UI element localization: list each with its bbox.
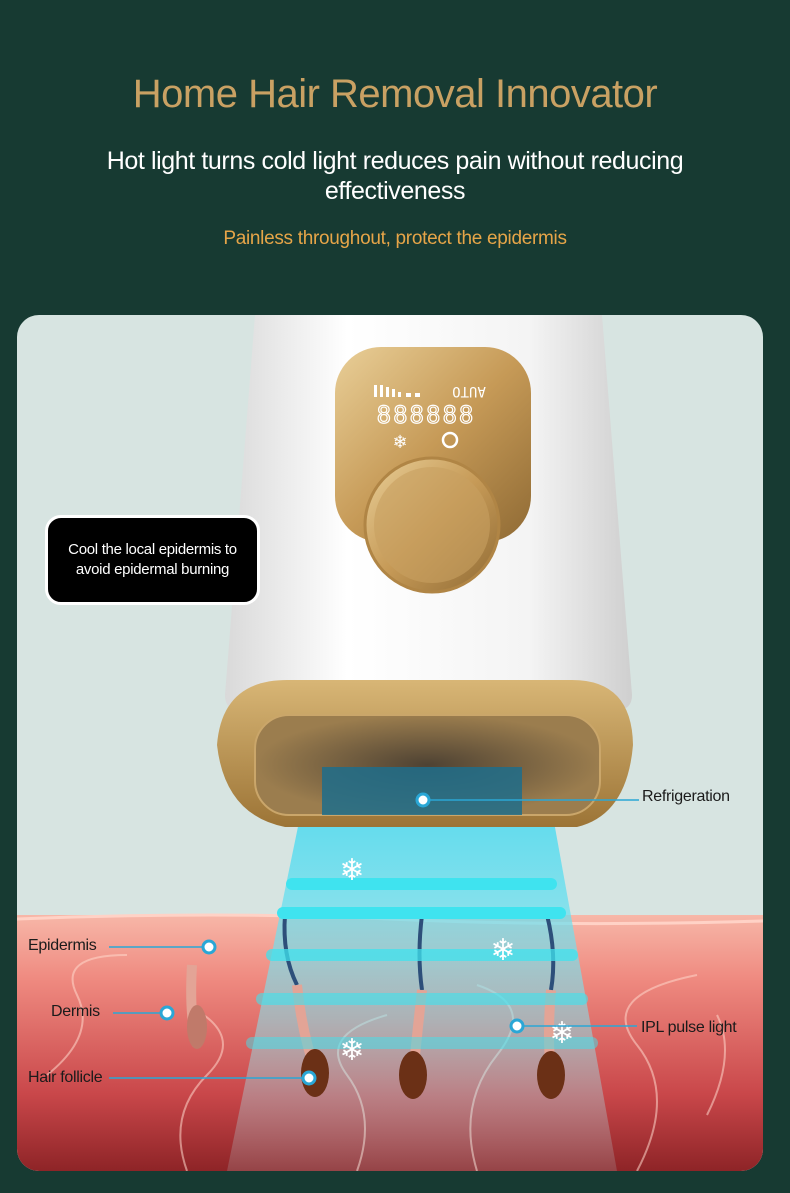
battery-level-icon: [374, 385, 420, 397]
illustration-panel: AUTO 888888 ❄ ❄ ❄ ❄ ❄: [17, 315, 763, 1171]
light-window: [322, 767, 522, 815]
page-tagline: Painless throughout, protect the epiderm…: [223, 228, 567, 249]
hair-follicle-label: Hair follicle: [28, 1069, 103, 1086]
illustration-svg: AUTO 888888 ❄ ❄ ❄ ❄ ❄: [17, 315, 763, 1171]
ipl-device: AUTO 888888 ❄: [217, 315, 633, 827]
refrigeration-label: Refrigeration: [642, 788, 730, 805]
cooling-bars: [246, 878, 598, 1049]
ipl-pulse-light-label: IPL pulse light: [641, 1019, 737, 1036]
display-digits: 888888: [377, 401, 476, 429]
power-icon: [441, 431, 459, 449]
callout-text: Cool the local epidermis to avoid epider…: [68, 541, 237, 578]
snowflakes: ❄ ❄ ❄ ❄: [339, 854, 574, 1067]
cooling-callout: Cool the local epidermis to avoid epider…: [45, 515, 260, 605]
display-mode-text: AUTO: [452, 383, 486, 399]
snowflake-icon: ❄: [392, 432, 407, 452]
snowflake-icon: ❄: [339, 854, 364, 887]
page-subtitle: Hot light turns cold light reduces pain …: [106, 147, 684, 205]
page-title: Home Hair Removal Innovator: [132, 72, 658, 116]
leader-lines: [109, 799, 639, 1079]
epidermis-label: Epidermis: [28, 937, 97, 954]
snowflake-icon: ❄: [490, 934, 515, 967]
marker-dots: [159, 792, 525, 1086]
dermis-label: Dermis: [51, 1003, 100, 1020]
snowflake-icon: ❄: [549, 1017, 574, 1050]
snowflake-icon: ❄: [339, 1034, 364, 1067]
